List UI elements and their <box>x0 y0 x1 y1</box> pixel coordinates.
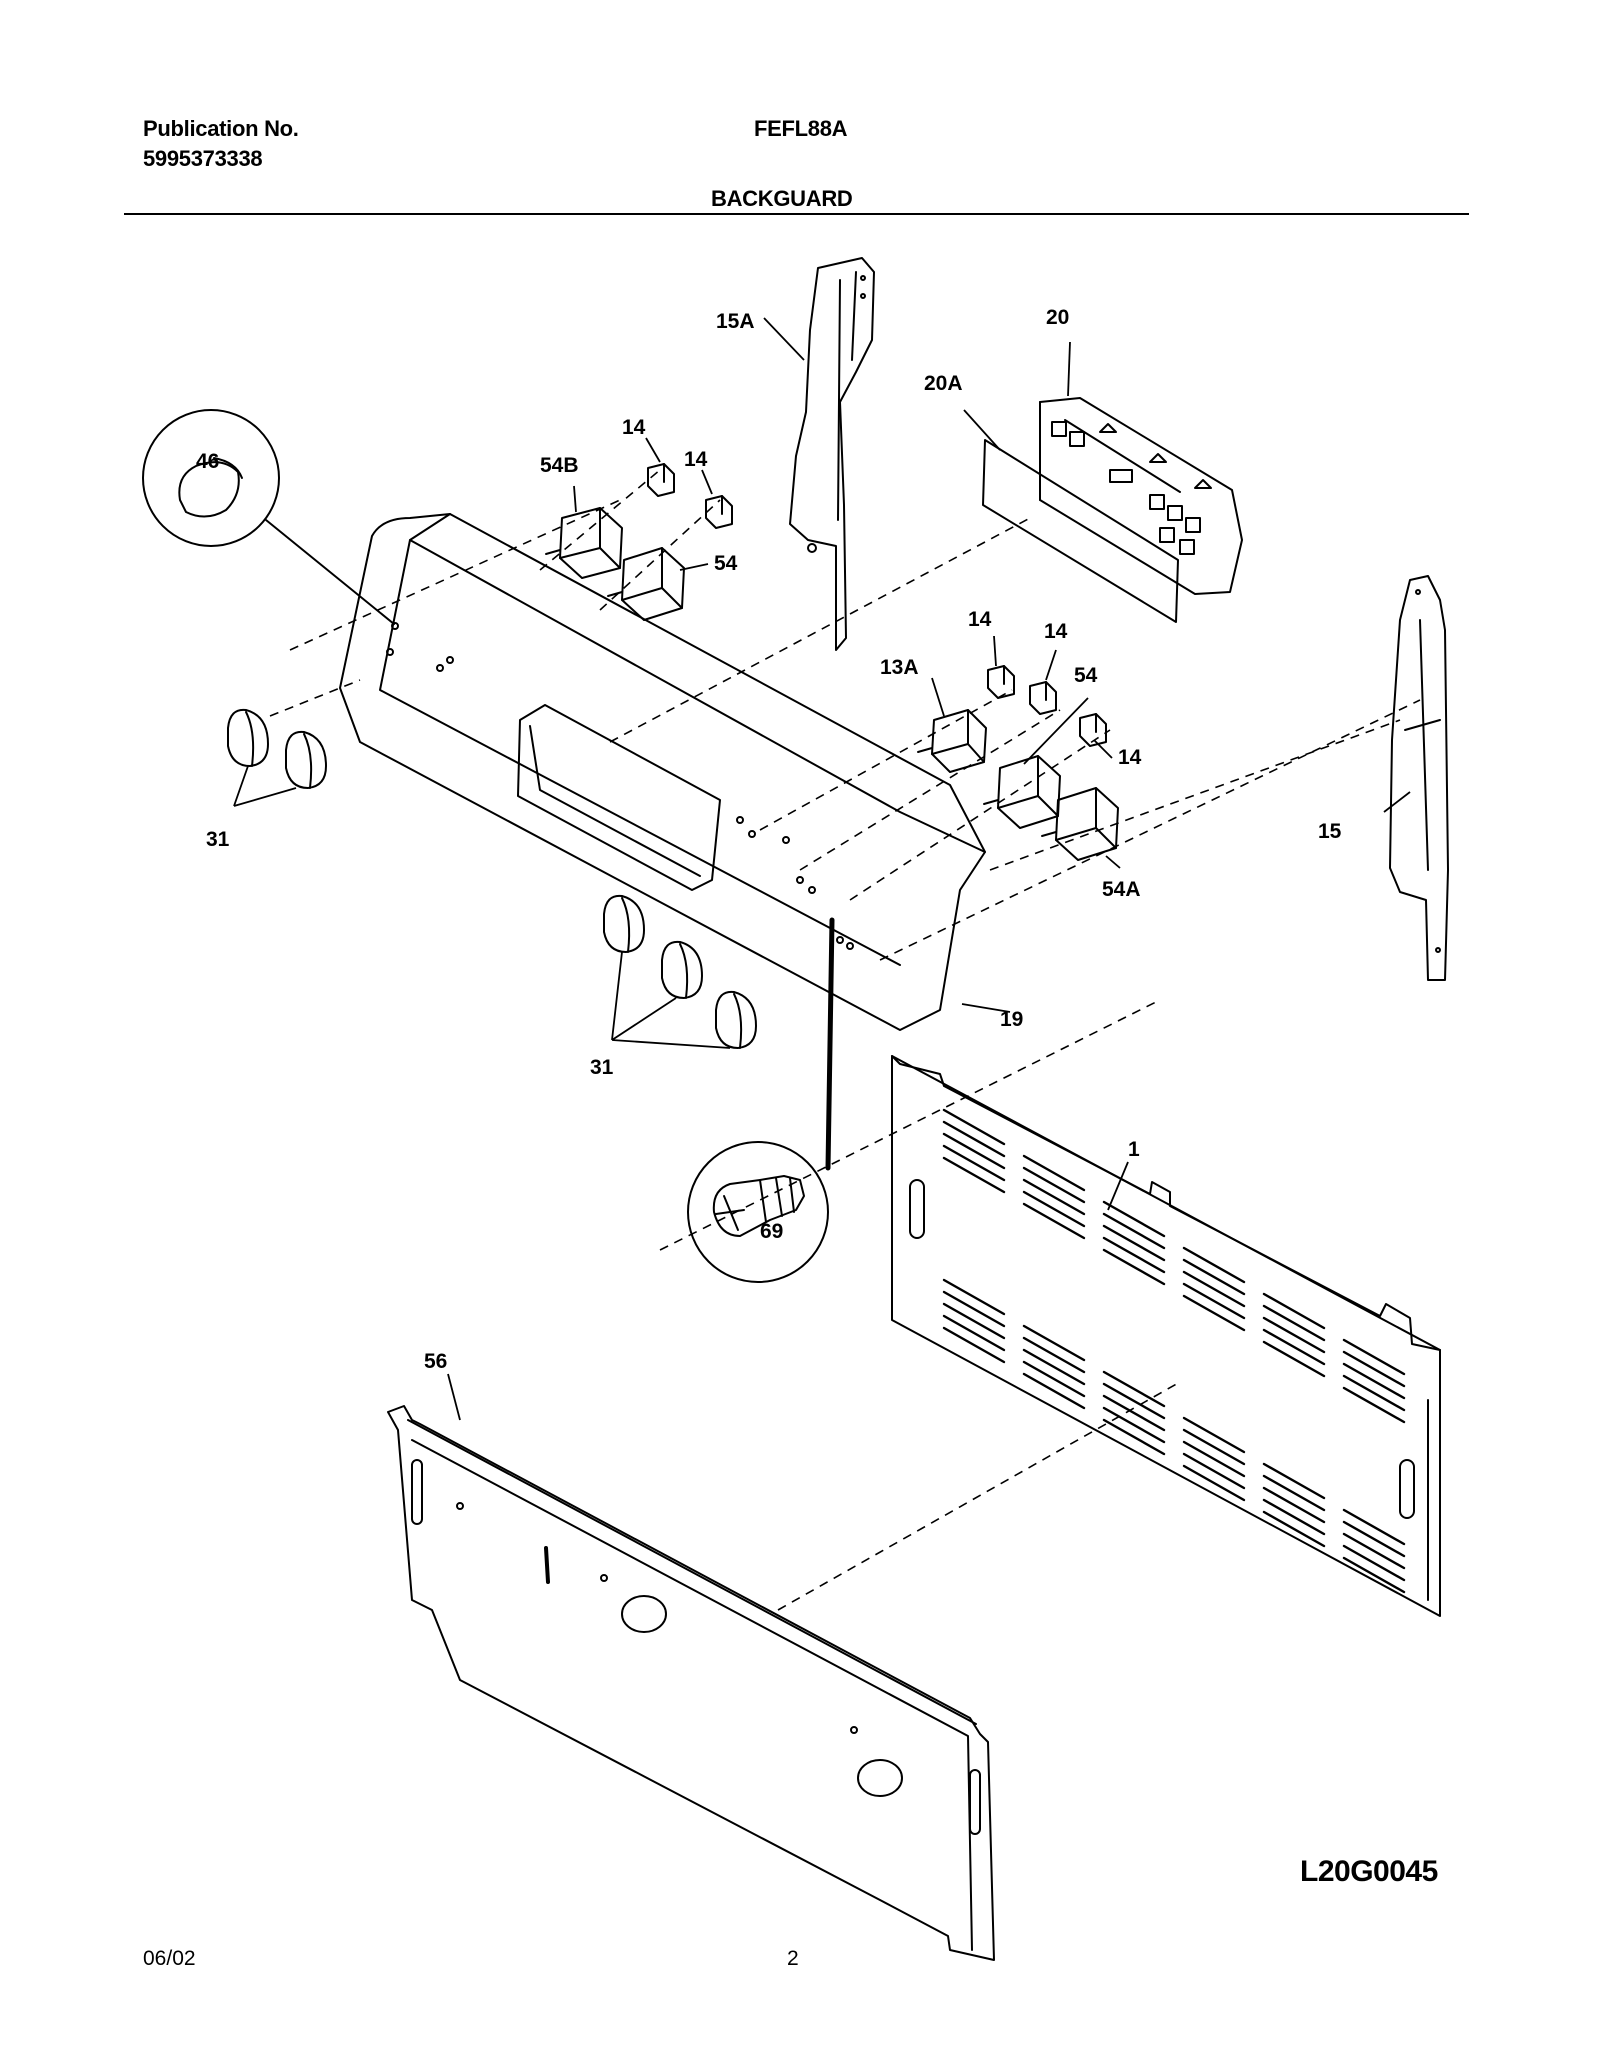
drawing-code: L20G0045 <box>1300 1855 1438 1888</box>
callout-14-b: 14 <box>684 448 708 471</box>
callout-15a: 15A <box>716 310 755 333</box>
switch-14-b <box>705 495 733 529</box>
callout-20a: 20A <box>924 372 963 395</box>
knob-31-lower-b <box>661 940 703 999</box>
switch-14-c <box>987 665 1015 699</box>
section-title: BACKGUARD <box>711 186 853 211</box>
switch-54b <box>545 507 623 579</box>
callout-14-a: 14 <box>622 416 646 439</box>
control-board-20 <box>1039 397 1243 595</box>
knob-31-left-b <box>285 730 327 789</box>
switch-14-d <box>1029 681 1057 715</box>
switch-14-e <box>1079 713 1107 747</box>
rear-panel-56 <box>387 1405 995 1961</box>
callout-14-d: 14 <box>1044 620 1068 643</box>
callout-1: 1 <box>1128 1138 1140 1161</box>
overlay-20a <box>982 439 1179 623</box>
callout-15: 15 <box>1318 820 1342 843</box>
callout-54b: 54B <box>540 454 579 477</box>
publication-number: 5995373338 <box>143 146 263 171</box>
callout-56: 56 <box>424 1350 447 1373</box>
model-number: FEFL88A <box>754 116 848 141</box>
control-panel-19 <box>339 513 986 1031</box>
detail-69-screw <box>687 917 835 1283</box>
callout-31-left: 31 <box>206 828 230 851</box>
callout-54a: 54A <box>1102 878 1141 901</box>
switch-14-a <box>647 463 675 497</box>
knob-31-left-a <box>227 708 269 767</box>
callout-14-c: 14 <box>968 608 992 631</box>
callout-13a: 13A <box>880 656 919 679</box>
callout-46: 46 <box>196 450 219 473</box>
callout-54-lower: 54 <box>1074 664 1098 687</box>
callout-19: 19 <box>1000 1008 1023 1031</box>
callout-31-lower: 31 <box>590 1056 614 1079</box>
knob-31-lower-a <box>603 894 645 953</box>
switch-13a <box>917 709 987 773</box>
switch-54-upper <box>607 547 685 621</box>
end-bracket-15a <box>789 257 875 651</box>
switch-54a <box>1041 787 1119 861</box>
footer-date: 06/02 <box>143 1947 196 1970</box>
callout-20: 20 <box>1046 306 1069 329</box>
end-bracket-15 <box>1389 575 1449 981</box>
callout-69: 69 <box>760 1220 783 1243</box>
switch-54-lower <box>983 755 1061 829</box>
callout-14-e: 14 <box>1118 746 1142 769</box>
detail-46-knob <box>142 409 395 625</box>
header-rule <box>124 213 1469 215</box>
callout-54-upper: 54 <box>714 552 738 575</box>
publication-label: Publication No. <box>143 116 299 141</box>
page-number: 2 <box>787 1947 799 1970</box>
rear-panel-1 <box>891 1055 1441 1617</box>
knob-31-lower-c <box>715 990 757 1049</box>
